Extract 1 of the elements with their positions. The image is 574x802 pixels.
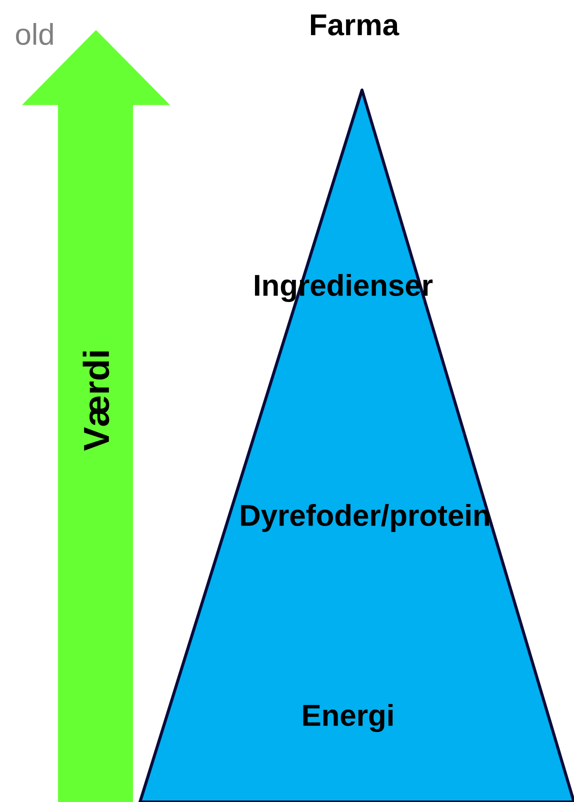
node-label: Farma bbox=[310, 14, 400, 36]
